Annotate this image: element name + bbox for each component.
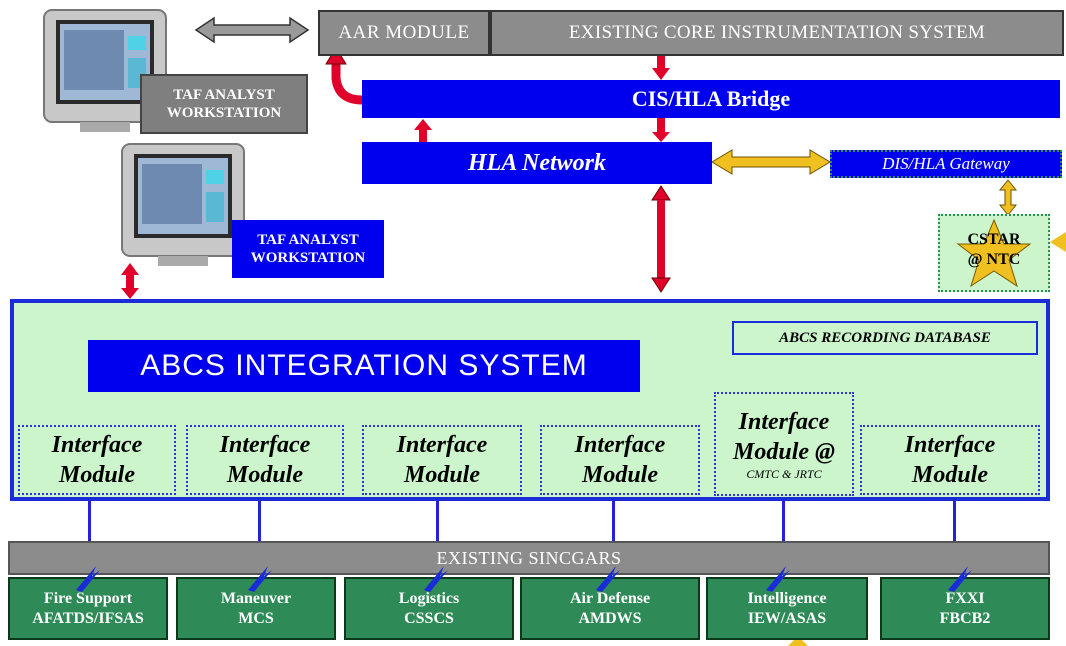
- workstation-monitor-2: [118, 142, 248, 270]
- interface-module-1: Interface Module: [18, 425, 176, 495]
- core-system-label: EXISTING CORE INSTRUMENTATION SYSTEM: [568, 22, 986, 43]
- star-icon: [956, 218, 1032, 288]
- monitor-icon: [121, 143, 245, 266]
- integration-title-label: ABCS INTEGRATION SYSTEM: [140, 349, 588, 382]
- interface-module-line1: Interface: [738, 409, 830, 435]
- interface-module-line2: Module @: [733, 439, 835, 465]
- system-line1: Fire Support: [43, 589, 133, 607]
- system-line1: Air Defense: [569, 589, 651, 607]
- cstar-incoming-arrow: [1050, 232, 1066, 252]
- workstation-monitor-1: [40, 8, 170, 136]
- interface-module-4: Interface Module: [540, 425, 700, 495]
- system-line2: AMDWS: [578, 609, 642, 627]
- sincgars-label: EXISTING SINCGARS: [436, 547, 622, 568]
- system-line2: MCS: [238, 609, 274, 627]
- connector-line: [88, 501, 91, 541]
- connector-line: [953, 501, 956, 541]
- bridge-to-aar-arrow: [325, 47, 363, 105]
- system-line1: Logistics: [398, 589, 460, 607]
- interface-module-line1: Interface: [51, 432, 143, 458]
- system-line1: Intelligence: [747, 589, 827, 607]
- bridge-to-network-arrow: [652, 118, 670, 142]
- workstation-2-line1: TAF ANALYST: [257, 232, 359, 248]
- interface-module-6: Interface Module: [860, 425, 1040, 495]
- system-line2: AFATDS/IFSAS: [32, 609, 144, 627]
- connector-line: [782, 501, 785, 541]
- system-line2: CSSCS: [404, 609, 454, 627]
- integration-panel: [10, 299, 1050, 501]
- interface-module-line2: Module: [581, 462, 658, 488]
- aar-module-label: AAR MODULE: [338, 22, 470, 43]
- system-air-defense: Air Defense AMDWS: [520, 577, 700, 640]
- connector-line: [612, 501, 615, 541]
- workstation-integration-arrow: [121, 263, 139, 299]
- system-intelligence: Intelligence IEW/ASAS: [706, 577, 868, 640]
- system-fire-support: Fire Support AFATDS/IFSAS: [8, 577, 168, 640]
- interface-module-line1: Interface: [574, 432, 666, 458]
- workstation-label-2: TAF ANALYST WORKSTATION: [232, 220, 384, 278]
- connector-line: [436, 501, 439, 541]
- dis-hla-gateway-box: DIS/HLA Gateway: [830, 150, 1062, 178]
- network-label: HLA Network: [467, 149, 606, 176]
- system-maneuver: Maneuver MCS: [176, 577, 336, 640]
- cstar-line1: CSTAR: [967, 231, 1021, 248]
- bottom-gold-arrow: [788, 636, 808, 646]
- interface-module-line2: Module: [403, 462, 480, 488]
- aar-module-box: AAR MODULE: [318, 10, 490, 56]
- interface-module-line2: Module: [911, 462, 988, 488]
- system-line1: FXXI: [945, 589, 985, 607]
- recording-database-box: ABCS RECORDING DATABASE: [732, 321, 1038, 355]
- system-line2: FBCB2: [939, 609, 991, 627]
- workstation-1-line2: WORKSTATION: [166, 105, 282, 121]
- core-system-box: EXISTING CORE INSTRUMENTATION SYSTEM: [490, 10, 1064, 56]
- gateway-label: DIS/HLA Gateway: [882, 154, 1010, 173]
- core-to-bridge-arrow: [652, 56, 670, 80]
- hla-network-box: HLA Network: [362, 142, 712, 184]
- monitor-icon: [43, 9, 167, 132]
- workstation-2-line2: WORKSTATION: [250, 250, 366, 266]
- interface-module-sub: CMTC & JRTC: [746, 467, 822, 481]
- system-line2: IEW/ASAS: [747, 609, 827, 627]
- cstar-line2: @ NTC: [967, 251, 1021, 268]
- network-to-bridge-arrow: [414, 119, 432, 142]
- bridge-label: CIS/HLA Bridge: [631, 86, 791, 111]
- database-label: ABCS RECORDING DATABASE: [779, 329, 991, 346]
- network-gateway-arrow: [711, 149, 831, 175]
- system-fxxi: FXXI FBCB2: [880, 577, 1050, 640]
- interface-module-3: Interface Module: [362, 425, 522, 495]
- interface-module-5: Interface Module @ CMTC & JRTC: [714, 392, 854, 496]
- interface-module-line2: Module: [58, 462, 135, 488]
- interface-module-line1: Interface: [219, 432, 311, 458]
- sincgars-bar: EXISTING SINCGARS: [8, 541, 1050, 575]
- system-line1: Maneuver: [220, 589, 292, 607]
- system-logistics: Logistics CSSCS: [344, 577, 514, 640]
- cstar-box: CSTAR @ NTC: [938, 214, 1050, 292]
- interface-module-line2: Module: [226, 462, 303, 488]
- interface-module-line1: Interface: [396, 432, 488, 458]
- integration-title: ABCS INTEGRATION SYSTEM: [88, 340, 640, 392]
- workstation-aar-arrow: [194, 16, 310, 44]
- network-integration-arrow: [651, 185, 671, 293]
- connector-line: [258, 501, 261, 541]
- workstation-label-1: TAF ANALYST WORKSTATION: [140, 74, 308, 134]
- gateway-cstar-arrow: [998, 179, 1018, 216]
- cis-hla-bridge-box: CIS/HLA Bridge: [362, 80, 1060, 118]
- workstation-1-line1: TAF ANALYST: [173, 87, 275, 103]
- interface-module-2: Interface Module: [186, 425, 344, 495]
- interface-module-line1: Interface: [904, 432, 996, 458]
